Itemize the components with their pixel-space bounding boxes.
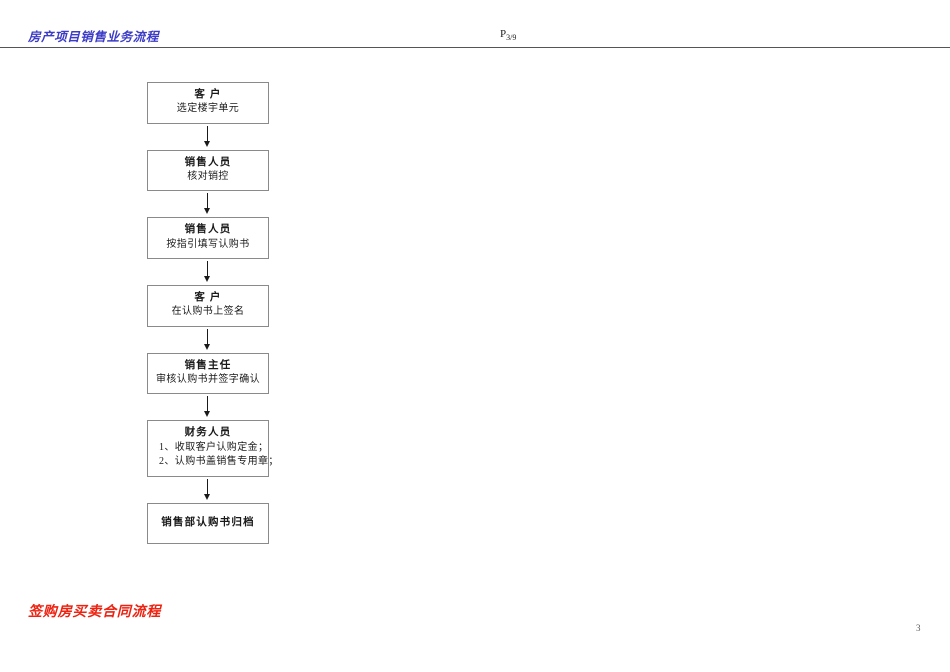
arrow-shaft — [207, 478, 208, 496]
flow-node-line: 审核认购书并签字确认 — [156, 373, 260, 385]
flow-node-title: 客 户 — [194, 292, 222, 304]
arrow-head — [204, 140, 210, 147]
header-title: 房产项目销售业务流程 — [28, 26, 160, 48]
flow-node-title: 财务人员 — [184, 427, 232, 439]
down-arrow-icon — [147, 191, 269, 217]
arrow-shaft — [207, 125, 208, 143]
down-arrow-icon — [147, 327, 269, 353]
flow-node-line: 1、收取客户认购定金； — [159, 441, 269, 453]
page-header: 房产项目销售业务流程 P3/9 — [0, 26, 950, 50]
flow-node-title: 销售部认购书归档 — [161, 516, 255, 528]
footer-page-number: 3 — [916, 623, 921, 633]
down-arrow-icon — [147, 124, 269, 150]
flow-node-line: 在认购书上签名 — [171, 306, 245, 318]
arrow-head — [204, 343, 210, 350]
flow-node-title: 销售主任 — [184, 359, 232, 371]
down-arrow-icon — [147, 477, 269, 503]
down-arrow-icon — [147, 259, 269, 285]
section-heading: 签购房买卖合同流程 — [28, 605, 162, 620]
flow-node-line: 按指引填写认购书 — [166, 238, 250, 250]
flow-node-title: 销售人员 — [184, 156, 232, 168]
arrow-head — [204, 276, 210, 283]
flow-node-customer-select-unit: 客 户选定楼宇单元 — [147, 82, 269, 124]
sales-process-flowchart: 客 户选定楼宇单元销售人员核对销控销售人员按指引填写认购书客 户在认购书上签名销… — [147, 82, 279, 544]
flow-node-line: 核对销控 — [187, 170, 229, 182]
arrow-head — [204, 208, 210, 215]
down-arrow-icon — [147, 394, 269, 420]
arrow-shaft — [207, 261, 208, 279]
flow-node-sales-director-review: 销售主任审核认购书并签字确认 — [147, 352, 269, 395]
arrow-shaft — [207, 328, 208, 346]
flow-node-line: 2、认购书盖销售专用章； — [159, 456, 279, 468]
header-page-number-value: 3/9 — [506, 33, 517, 43]
arrow-shaft — [207, 193, 208, 211]
flow-node-line: 选定楼宇单元 — [176, 103, 240, 115]
flow-node-title: 客 户 — [194, 89, 222, 100]
header-page-number: P3/9 — [500, 28, 516, 42]
arrow-shaft — [207, 396, 208, 414]
header-page-number-prefix: P — [500, 28, 507, 40]
flow-node-customer-sign-subscription: 客 户在认购书上签名 — [147, 285, 269, 327]
header-divider — [0, 47, 950, 48]
flow-node-sales-staff-fill-subscription: 销售人员按指引填写认购书 — [147, 217, 269, 260]
flow-node-sales-staff-check-control: 销售人员核对销控 — [147, 149, 269, 192]
arrow-head — [204, 411, 210, 418]
arrow-head — [204, 493, 210, 500]
flow-node-finance-staff-collect: 财务人员 1、收取客户认购定金； 2、认购书盖销售专用章； — [147, 420, 279, 477]
flow-node-title: 销售人员 — [184, 224, 232, 236]
flow-node-sales-dept-archive: 销售部认购书归档 — [147, 502, 269, 544]
